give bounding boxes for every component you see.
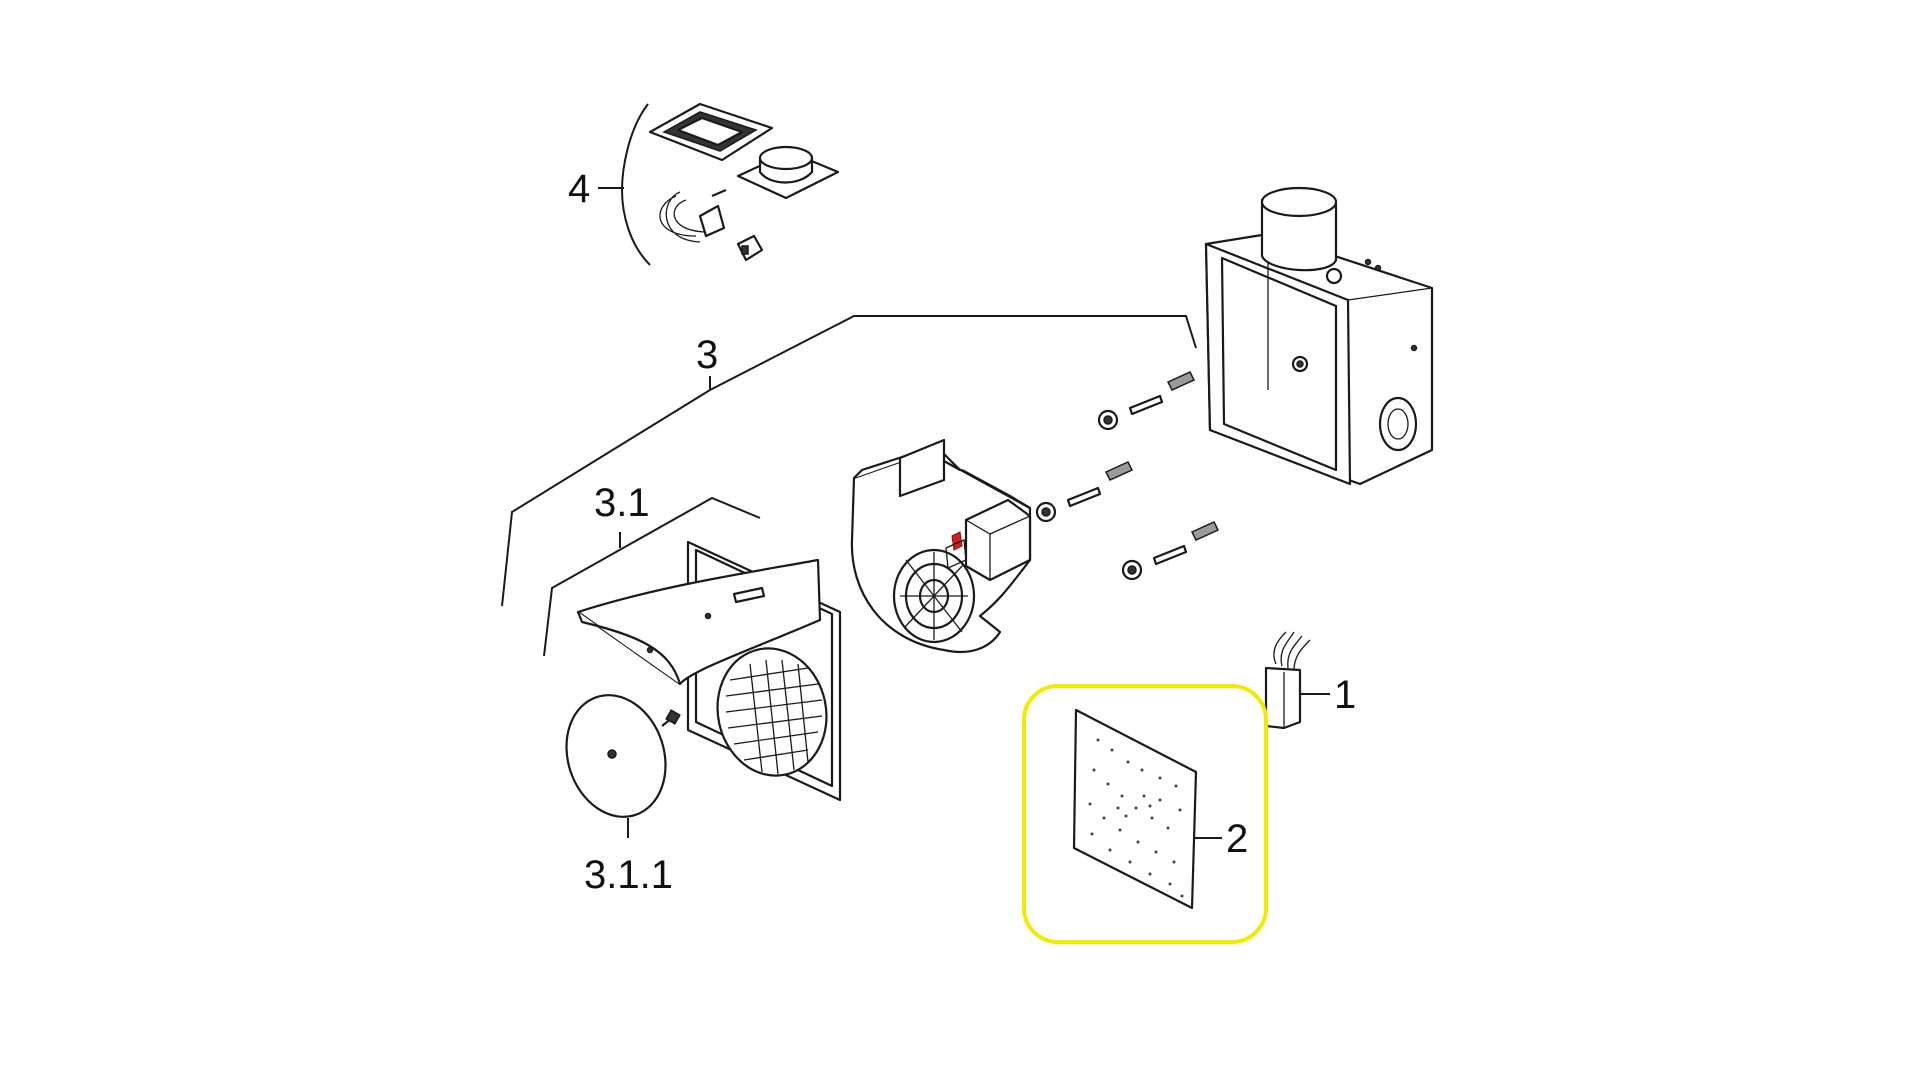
- label-2: 2: [1226, 817, 1248, 861]
- part-3-1-cover: [543, 496, 842, 802]
- part-1-cable-connector: [1264, 631, 1330, 730]
- label-3-1-1: 3.1.1: [584, 853, 673, 897]
- part-3-1-1-disc: [565, 694, 667, 838]
- part-4-service-kit: [598, 102, 840, 266]
- part-3-bracket: [501, 315, 1197, 607]
- bracket-3: [501, 315, 1197, 607]
- screws-and-dowels: [1035, 371, 1220, 581]
- highlight-box-part-2: [1022, 684, 1268, 944]
- label-3-1: 3.1: [594, 481, 650, 525]
- bracket-3-1: [543, 496, 761, 657]
- bracket-4: [620, 103, 651, 266]
- label-4: 4: [568, 167, 590, 211]
- housing-box: [1204, 186, 1434, 486]
- label-3: 3: [696, 333, 718, 377]
- part-2-filter: [1072, 708, 1222, 910]
- label-1: 1: [1334, 673, 1356, 717]
- fan-unit: [850, 438, 1032, 654]
